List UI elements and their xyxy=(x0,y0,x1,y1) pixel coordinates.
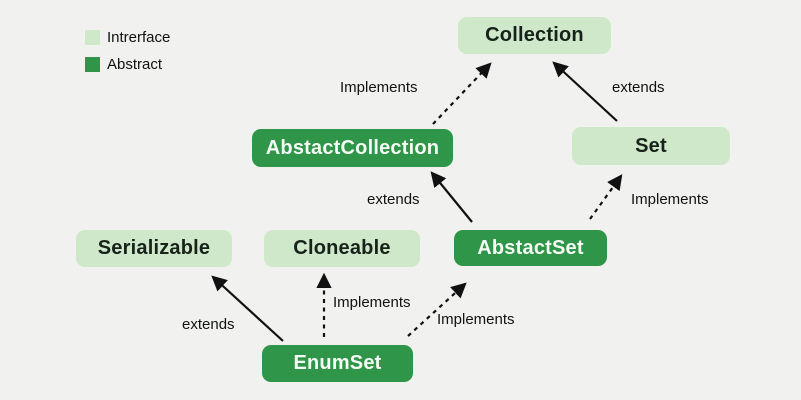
node-collection: Collection xyxy=(458,17,611,54)
edge-set-extends-collection xyxy=(552,61,618,122)
edge-label-extends: extends xyxy=(182,316,235,333)
node-abstact-collection: AbstactCollection xyxy=(252,129,453,167)
edge-enumset-implements-abstactset xyxy=(407,282,467,337)
edge-label-implements: Implements xyxy=(631,191,709,208)
interface-color-swatch xyxy=(85,30,100,45)
edge-label-implements: Implements xyxy=(340,79,418,96)
edge-label-implements: Implements xyxy=(333,294,411,311)
legend-label: Intrerface xyxy=(107,29,171,46)
node-cloneable: Cloneable xyxy=(264,230,420,267)
edge-abstactset-extends-abstactcollection xyxy=(430,171,473,223)
node-enum-set: EnumSet xyxy=(262,345,413,382)
edge-label-extends: extends xyxy=(612,79,665,96)
legend-label: Abstract xyxy=(107,56,163,73)
node-abstact-set: AbstactSet xyxy=(454,230,607,266)
legend-item-abstract: Abstract xyxy=(85,56,170,73)
edge-abstactset-implements-set xyxy=(589,174,623,220)
edge-label-extends: extends xyxy=(367,191,420,208)
edge-label-implements: Implements xyxy=(437,311,515,328)
edge-abstactcollection-implements-collection xyxy=(432,62,492,125)
legend: Intrerface Abstract xyxy=(85,29,170,83)
node-set: Set xyxy=(572,127,730,165)
legend-item-interface: Intrerface xyxy=(85,29,170,46)
node-serializable: Serializable xyxy=(76,230,232,267)
abstract-color-swatch xyxy=(85,57,100,72)
